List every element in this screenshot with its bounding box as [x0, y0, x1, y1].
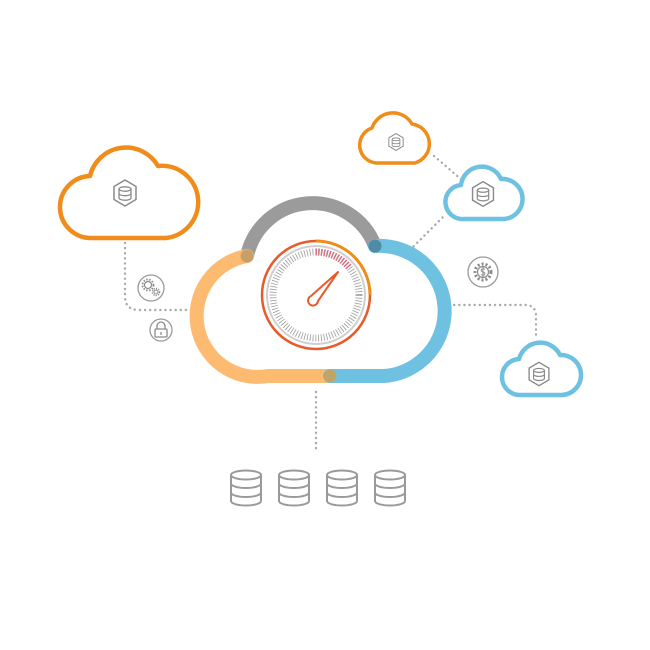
gears-icon [137, 274, 165, 302]
database-icon [374, 469, 406, 507]
cloud-right-lower [499, 340, 584, 398]
database-cube-icon [528, 361, 550, 387]
cloud-left-large [57, 145, 201, 241]
connector-right-upper-cloud [408, 212, 448, 252]
speedometer-gauge-icon [260, 239, 372, 351]
database-group [230, 469, 406, 507]
main-cloud-joint-left [240, 249, 254, 263]
database-cube-icon [471, 180, 495, 208]
connector-right-lower-cloud [442, 303, 538, 338]
database-icon [230, 469, 262, 507]
connector-lines [123, 154, 538, 452]
main-cloud [189, 196, 452, 384]
main-cloud-orange-segment [189, 249, 337, 384]
dollar-gear-icon [467, 256, 499, 288]
gauge-orange-arc [315, 239, 372, 296]
database-icon [326, 469, 358, 507]
main-cloud-joint-right [368, 239, 382, 253]
main-cloud-blue-segment [323, 238, 452, 383]
main-cloud-joint-bottom [323, 369, 337, 383]
database-icon [278, 469, 310, 507]
lock-icon [149, 318, 173, 342]
cloud-top-small [357, 111, 432, 165]
cloud-right-upper [443, 164, 525, 222]
main-cloud-gray-arc [240, 196, 382, 263]
database-cube-icon [113, 179, 137, 207]
gauge-needle [307, 271, 339, 307]
gauge-gray-ring [266, 245, 366, 345]
connector-left-cloud [123, 241, 207, 312]
database-cube-icon [388, 133, 404, 151]
connector-top-clouds [432, 154, 464, 182]
